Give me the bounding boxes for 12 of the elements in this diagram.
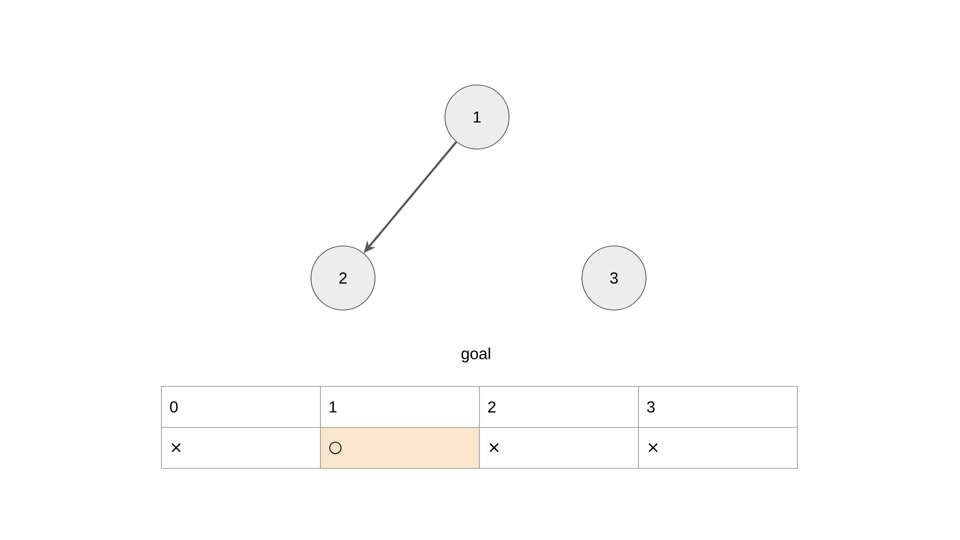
table-cell: × [638,427,798,469]
table-cell: ○ [320,427,480,469]
table-cell: 0 [161,386,321,428]
circle-node: 3 [582,246,646,310]
heading-text: goal [462,348,490,362]
circle-node: 1 [444,84,510,150]
table-cell: 3 [638,386,798,428]
circle-node: 2 [310,246,376,310]
table-cell: × [161,427,321,469]
table-cell: × [479,427,639,469]
table-cell: 1 [320,386,480,428]
table-cell: 2 [479,386,639,428]
